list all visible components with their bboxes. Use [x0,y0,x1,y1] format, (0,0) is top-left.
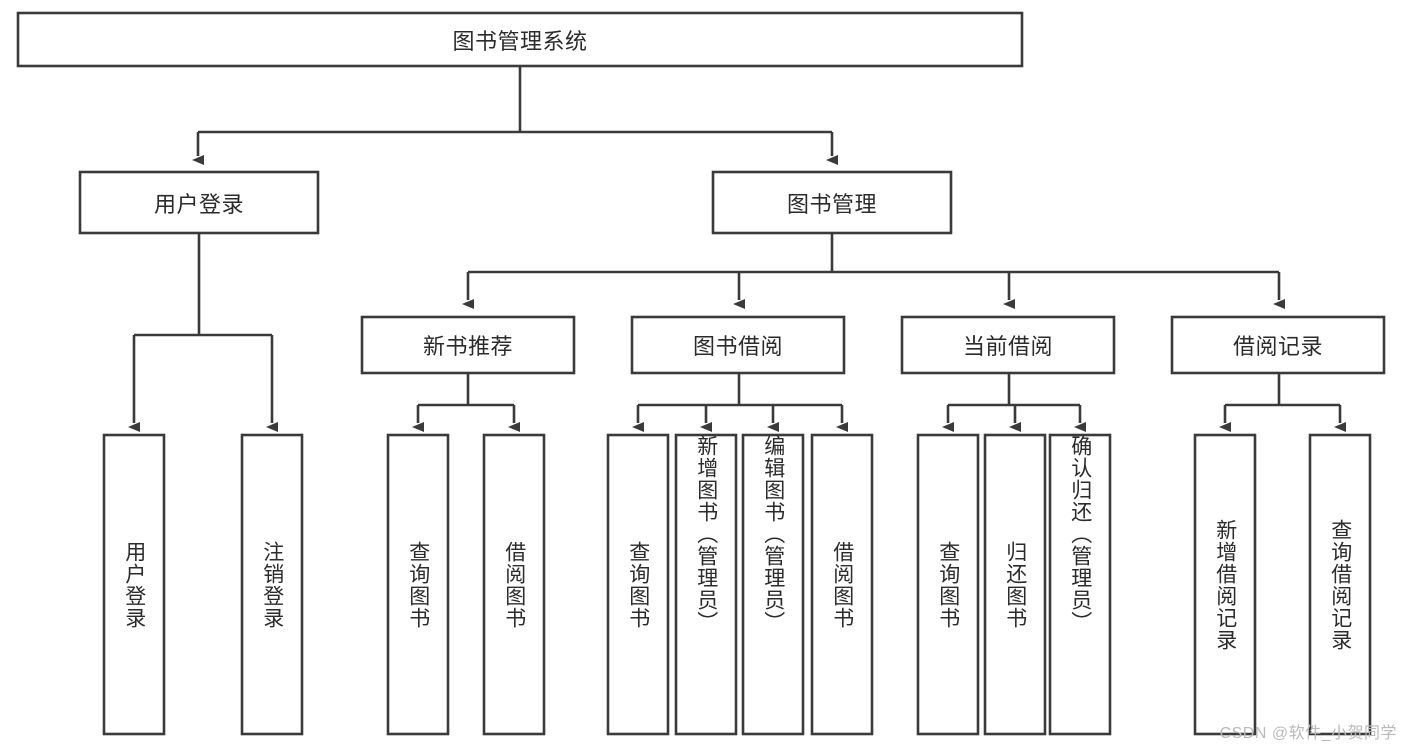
node-user-login[interactable] [78,170,320,235]
leaf-box-book-borrow-3[interactable] [741,433,805,736]
leaf-box-current-borrow-1[interactable] [916,433,980,736]
leaf-box-borrow-record-2[interactable] [1308,433,1372,736]
leaf-box-book-borrow-2[interactable] [674,433,738,736]
leaf-box-current-borrow-2[interactable] [983,433,1047,736]
leaf-box-new-book-1[interactable] [386,433,450,736]
leaf-box-new-book-2[interactable] [482,433,546,736]
node-book-management[interactable] [711,170,953,235]
leaf-box-user-login-2[interactable] [240,433,304,736]
leaf-box-current-borrow-3[interactable] [1048,433,1112,736]
node-new-book-recommend[interactable] [360,315,576,375]
node-root-book-management-system[interactable] [16,11,1024,68]
node-current-borrow[interactable] [900,315,1116,375]
leaf-box-book-borrow-1[interactable] [606,433,670,736]
node-book-borrow[interactable] [630,315,846,375]
leaf-box-book-borrow-4[interactable] [810,433,874,736]
leaf-box-user-login-1[interactable] [102,433,166,736]
leaf-box-borrow-record-1[interactable] [1193,433,1257,736]
node-borrow-record[interactable] [1170,315,1386,375]
